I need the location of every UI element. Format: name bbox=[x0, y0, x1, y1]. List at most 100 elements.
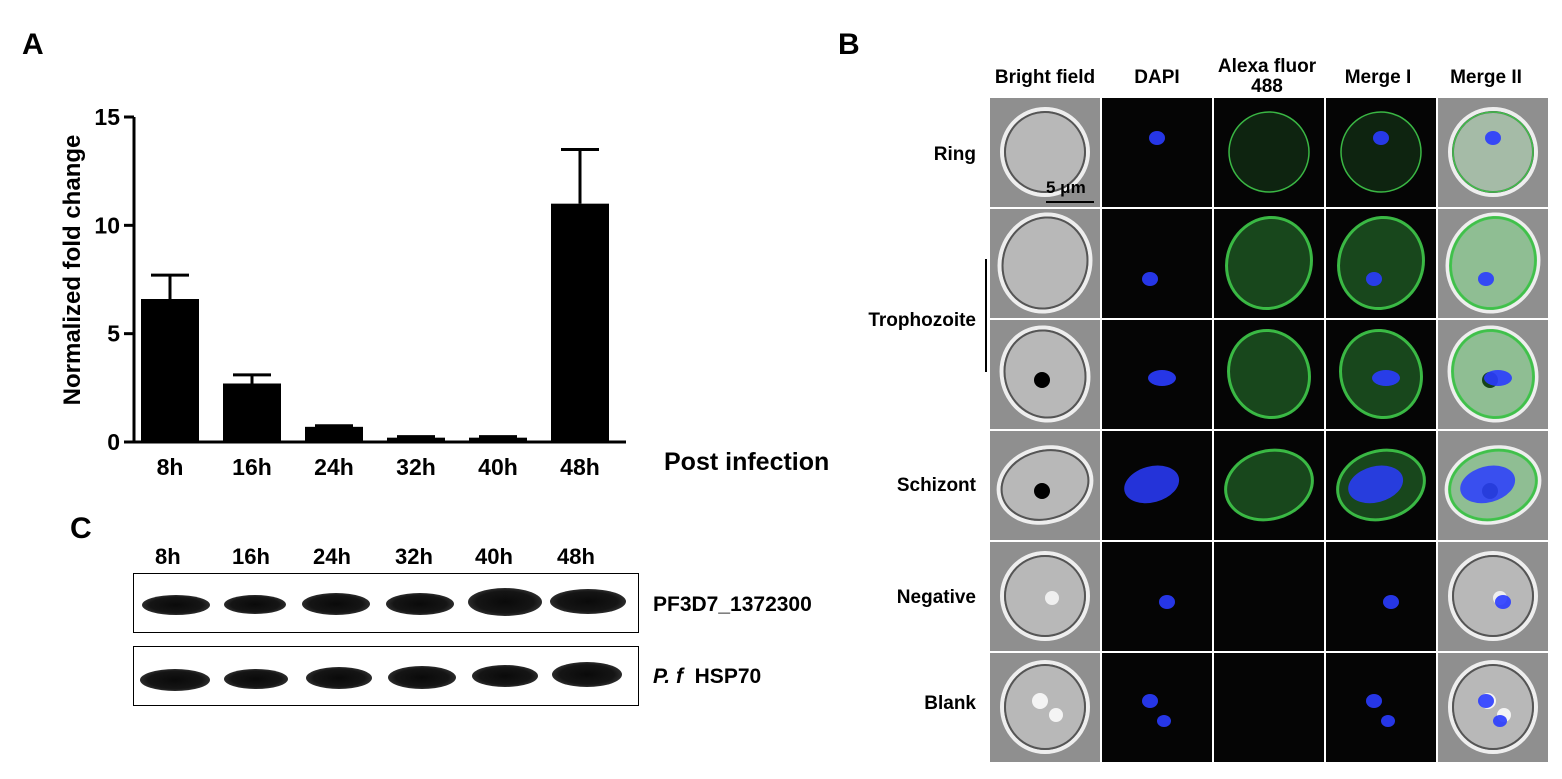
scale-bar-label: 5 μm bbox=[1046, 178, 1086, 197]
cell-image bbox=[1448, 660, 1538, 754]
microscopy-cell bbox=[990, 320, 1100, 429]
microscopy-cell bbox=[1214, 98, 1324, 207]
blot-band bbox=[472, 665, 538, 687]
alexa-signal bbox=[1228, 111, 1310, 193]
microscopy-cell bbox=[1438, 542, 1548, 651]
microscopy-cell bbox=[1438, 431, 1548, 540]
vacuole bbox=[1045, 591, 1059, 605]
dapi-signal bbox=[1484, 370, 1512, 386]
x-tick-label: 48h bbox=[560, 454, 600, 480]
cell-image bbox=[1445, 212, 1541, 314]
cell-image bbox=[996, 445, 1094, 525]
dapi-signal bbox=[1124, 465, 1180, 504]
microscopy-cell bbox=[1438, 653, 1548, 762]
microscopy-cell bbox=[1326, 653, 1436, 762]
x-axis-label: Post infection bbox=[664, 448, 829, 476]
column-header: Merge II bbox=[1450, 67, 1522, 88]
y-axis-label: Normalized fold change bbox=[59, 135, 86, 406]
microscopy-grid: 5 μm bbox=[990, 98, 1548, 762]
microscopy-cell bbox=[1102, 431, 1212, 540]
microscopy-cell bbox=[1102, 320, 1212, 429]
cell-image bbox=[1448, 107, 1538, 197]
cell-outline bbox=[999, 325, 1091, 423]
microscopy-cell bbox=[1214, 431, 1324, 540]
dapi-signal bbox=[1381, 715, 1395, 727]
dapi-signal bbox=[1142, 694, 1158, 708]
microscopy-cell bbox=[1326, 431, 1436, 540]
cell-image bbox=[1142, 272, 1158, 286]
microscopy-cell bbox=[1438, 209, 1548, 318]
cell-outline bbox=[1448, 107, 1538, 197]
dapi-signal bbox=[1485, 131, 1501, 145]
protein-name: HSP70 bbox=[694, 665, 762, 688]
lane-label: 32h bbox=[395, 544, 433, 569]
cell-image bbox=[1148, 370, 1176, 386]
alexa-signal bbox=[1224, 448, 1314, 522]
column-header: Alexa fluor 488 bbox=[1217, 56, 1317, 97]
cell-image bbox=[997, 212, 1093, 314]
microscopy-cell bbox=[990, 209, 1100, 318]
cell-outline bbox=[1448, 660, 1538, 754]
cell-image bbox=[1000, 660, 1090, 754]
microscopy-cell bbox=[1214, 320, 1324, 429]
alexa-signal bbox=[1449, 215, 1537, 311]
blot-band bbox=[468, 588, 542, 616]
dapi-signal bbox=[1348, 465, 1404, 504]
cell-image bbox=[1000, 551, 1090, 641]
dapi-signal bbox=[1478, 694, 1494, 708]
x-tick-label: 16h bbox=[232, 454, 272, 480]
blot-band bbox=[306, 667, 372, 689]
x-tick-label: 40h bbox=[478, 454, 518, 480]
microscopy-cell bbox=[1214, 209, 1324, 318]
blot-band bbox=[302, 593, 370, 615]
lane-label: 16h bbox=[232, 544, 270, 569]
cell-outline bbox=[1000, 551, 1090, 641]
blot-label-control: P. f HSP70 bbox=[653, 665, 761, 689]
blot-label-target: PF3D7_1372300 bbox=[653, 593, 812, 616]
bar bbox=[551, 203, 609, 442]
lane-label: 40h bbox=[475, 544, 513, 569]
vacuole bbox=[1032, 693, 1048, 709]
row-header: Ring bbox=[933, 144, 976, 165]
blot-control bbox=[133, 646, 639, 706]
alexa-signal bbox=[1225, 215, 1313, 311]
panel-a-letter: A bbox=[22, 28, 44, 61]
y-tick-label: 10 bbox=[94, 212, 120, 238]
blot-band bbox=[142, 595, 210, 615]
microscopy-cell bbox=[990, 431, 1100, 540]
dapi-signal bbox=[1493, 715, 1507, 727]
dapi-signal bbox=[1149, 131, 1165, 145]
microscopy-cell bbox=[1326, 98, 1436, 207]
cell-image bbox=[1214, 542, 1324, 651]
cell-body bbox=[1452, 555, 1534, 637]
dapi-signal bbox=[1157, 715, 1171, 727]
dapi-signal bbox=[1366, 272, 1382, 286]
cell-image bbox=[1227, 328, 1311, 420]
bar bbox=[387, 437, 445, 442]
cell-image bbox=[1159, 595, 1175, 609]
blot-band bbox=[550, 589, 626, 614]
cell-outline bbox=[996, 445, 1094, 525]
dapi-signal bbox=[1383, 595, 1399, 609]
cell-image bbox=[1444, 445, 1542, 525]
alexa-signal bbox=[1337, 215, 1425, 311]
row-header: Schizont bbox=[896, 475, 976, 496]
cell-image bbox=[1447, 325, 1539, 423]
cell-image bbox=[1228, 111, 1310, 193]
blot-band bbox=[386, 593, 454, 615]
cell-outline bbox=[997, 212, 1093, 314]
cell-image bbox=[999, 325, 1091, 423]
blot-band bbox=[224, 669, 288, 689]
microscopy-cell bbox=[1326, 209, 1436, 318]
cell-image bbox=[1448, 551, 1538, 641]
bar bbox=[469, 437, 527, 442]
microscopy-cell bbox=[1326, 320, 1436, 429]
y-tick-label: 15 bbox=[94, 104, 120, 130]
cell-outline bbox=[1448, 551, 1538, 641]
cell-image bbox=[1224, 448, 1314, 522]
cell-image bbox=[1124, 465, 1180, 504]
microscopy-cell bbox=[1214, 542, 1324, 651]
cell-image bbox=[1366, 694, 1395, 727]
microscopy-cell bbox=[990, 98, 1100, 207]
dapi-signal bbox=[1373, 131, 1389, 145]
